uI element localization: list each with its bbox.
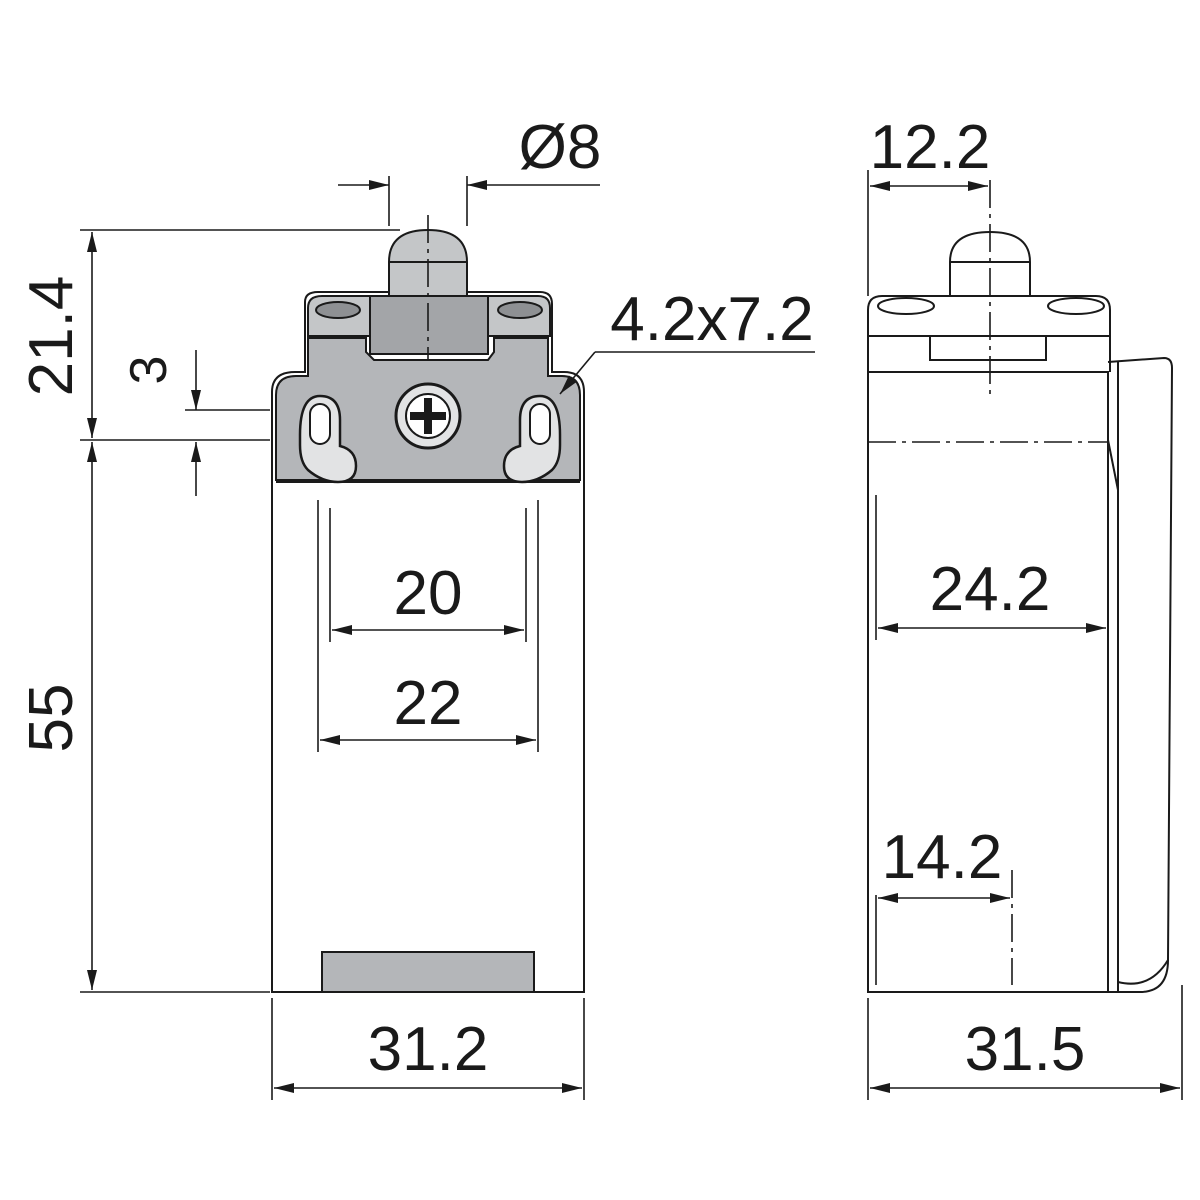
front-view: 20 22 Ø8 21.4 3 55 4.2x7.2 31.2 [17,113,815,1100]
dim-label-55: 55 [17,684,86,753]
side-cover-notch [1107,439,1119,491]
dim-leader-slot-arrow [559,351,596,395]
dim-label-20: 20 [394,559,463,628]
front-slot-inner-right [529,403,551,445]
side-view: 12.2 24.2 14.2 31.5 [867,113,1183,1100]
front-cap-screw-right [497,301,543,319]
dim-label-31-5: 31.5 [965,1015,1086,1084]
dim-label-diameter-8: Ø8 [519,113,602,182]
side-head [867,295,1111,372]
side-cap-screw-left [877,297,935,315]
front-cap-screw-left [315,301,361,319]
dim-label-4-2x7-2: 4.2x7.2 [610,285,813,354]
dim-label-3: 3 [120,356,178,385]
front-bottom-recess [321,951,535,993]
dim-label-12-2: 12.2 [870,113,991,182]
side-plunger-guide [929,336,1047,361]
dim-label-31-2: 31.2 [368,1015,489,1084]
dim-label-14-2: 14.2 [882,823,1003,892]
side-cap-screw-right [1047,297,1105,315]
front-screw-cross-icon [410,398,446,434]
dim-label-21-4: 21.4 [17,276,86,397]
dim-label-22: 22 [394,669,463,738]
side-housing [867,371,1109,993]
side-cover [1107,356,1174,993]
side-cover-bottom-curve [1117,959,1169,985]
front-slot-inner-left [309,403,331,445]
dim-label-24-2: 24.2 [930,555,1051,624]
front-plunger-guide [369,295,489,355]
